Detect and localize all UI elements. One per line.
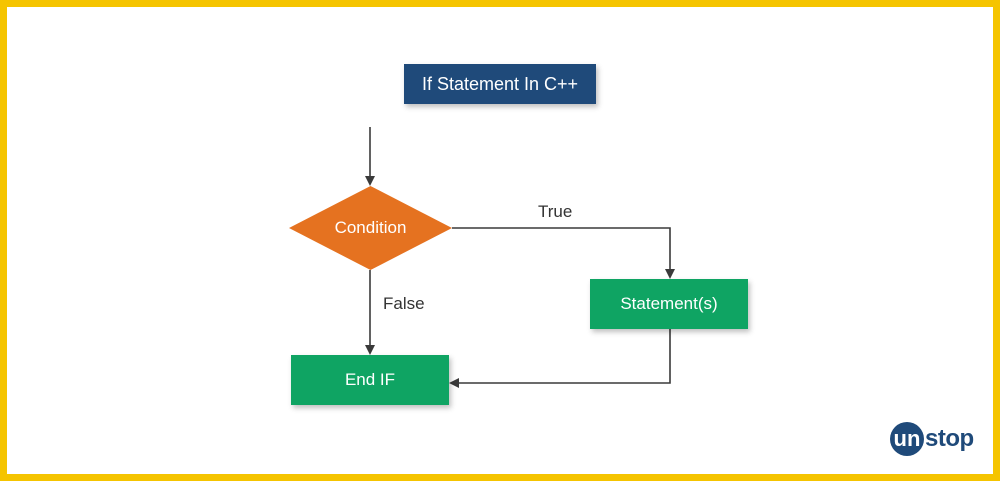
logo-mark: un xyxy=(890,422,924,456)
true-branch-label: True xyxy=(538,202,573,221)
arrow-statement-to-end xyxy=(449,329,671,388)
decision-diamond-shape xyxy=(289,186,452,270)
diagram-title: If Statement In C++ xyxy=(404,64,596,104)
condition-decision: Condition xyxy=(289,186,452,270)
logo-wordmark: stop xyxy=(925,425,974,452)
unstop-logo: un stop xyxy=(890,420,974,458)
false-branch-label: False xyxy=(383,294,425,313)
end-if-box: End IF xyxy=(291,355,449,405)
condition-label: Condition xyxy=(334,218,407,237)
arrow-true-branch xyxy=(452,227,675,279)
statement-box: Statement(s) xyxy=(590,279,748,329)
